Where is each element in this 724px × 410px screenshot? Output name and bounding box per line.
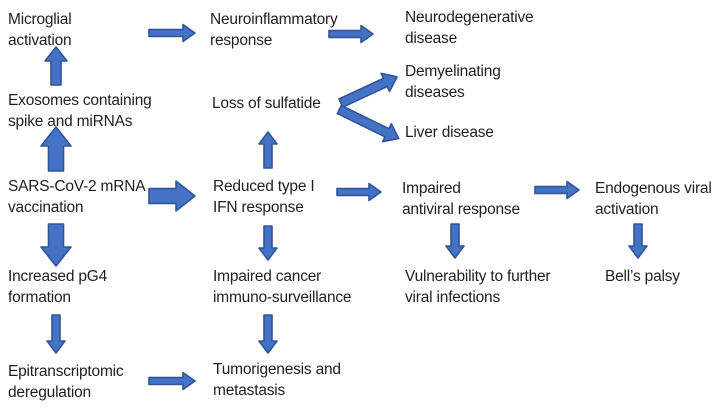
arrow-vaccination-to-exosomes — [40, 126, 72, 172]
arrow-vaccination-to-pg4 — [40, 223, 72, 267]
arrow-epitranscriptomic-to-tumorigenesis — [148, 371, 196, 391]
node-bells-palsy: Bell’s palsy — [605, 268, 680, 285]
node-endogenous-viral-activation: Endogenous viral activation — [595, 180, 712, 218]
arrow-sulfatide-to-demyelinating — [338, 72, 398, 108]
node-epitranscriptomic-deregulation: Epitranscriptomic deregulation — [8, 363, 124, 401]
arrow-impaired-antiviral-to-vulnerability — [445, 223, 465, 259]
node-microglial-activation: Microglial activation — [8, 11, 72, 49]
node-exosomes-spike-mirnas: Exosomes containing spike and miRNAs — [8, 92, 152, 130]
arrow-exosomes-to-microglial — [44, 46, 68, 86]
arrow-reduced-ifn-to-impaired-antiviral — [336, 182, 382, 202]
arrow-reduced-ifn-to-impaired-cancer — [258, 225, 278, 261]
node-loss-of-sulfatide: Loss of sulfatide — [212, 95, 321, 112]
node-vulnerability-viral-infections: Vulnerability to further viral infection… — [405, 268, 551, 306]
node-demyelinating-diseases: Demyelinating diseases — [405, 63, 501, 101]
node-impaired-cancer-immuno: Impaired cancer immuno-surveillance — [213, 268, 352, 306]
arrow-neuroinflammatory-to-neurodegenerative — [328, 24, 374, 44]
arrow-reduced-ifn-to-sulfatide — [258, 131, 278, 169]
node-tumorigenesis-metastasis: Tumorigenesis and metastasis — [213, 361, 341, 399]
node-increased-pg4-formation: Increased pG4 formation — [8, 268, 108, 306]
arrow-endogenous-to-bells-palsy — [628, 223, 648, 259]
arrow-vaccination-to-reduced-ifn — [148, 180, 196, 212]
arrow-impaired-cancer-to-tumorigenesis — [258, 314, 278, 354]
node-impaired-antiviral-response: Impaired antiviral response — [402, 180, 520, 218]
node-neuroinflammatory-response: Neuroinflammatory response — [210, 11, 338, 49]
arrow-impaired-antiviral-to-endogenous — [534, 180, 580, 200]
arrow-pg4-to-epitranscriptomic — [46, 314, 66, 354]
node-neurodegenerative-disease: Neurodegenerative disease — [405, 9, 534, 47]
arrow-sulfatide-to-liver — [336, 104, 400, 143]
arrow-microglial-to-neuroinflammatory — [148, 23, 196, 43]
node-reduced-type-i-ifn-response: Reduced type I IFN response — [213, 178, 315, 216]
node-liver-disease: Liver disease — [405, 124, 494, 141]
node-sars-cov-2-mrna-vaccination: SARS-CoV-2 mRNA vaccination — [8, 178, 146, 216]
